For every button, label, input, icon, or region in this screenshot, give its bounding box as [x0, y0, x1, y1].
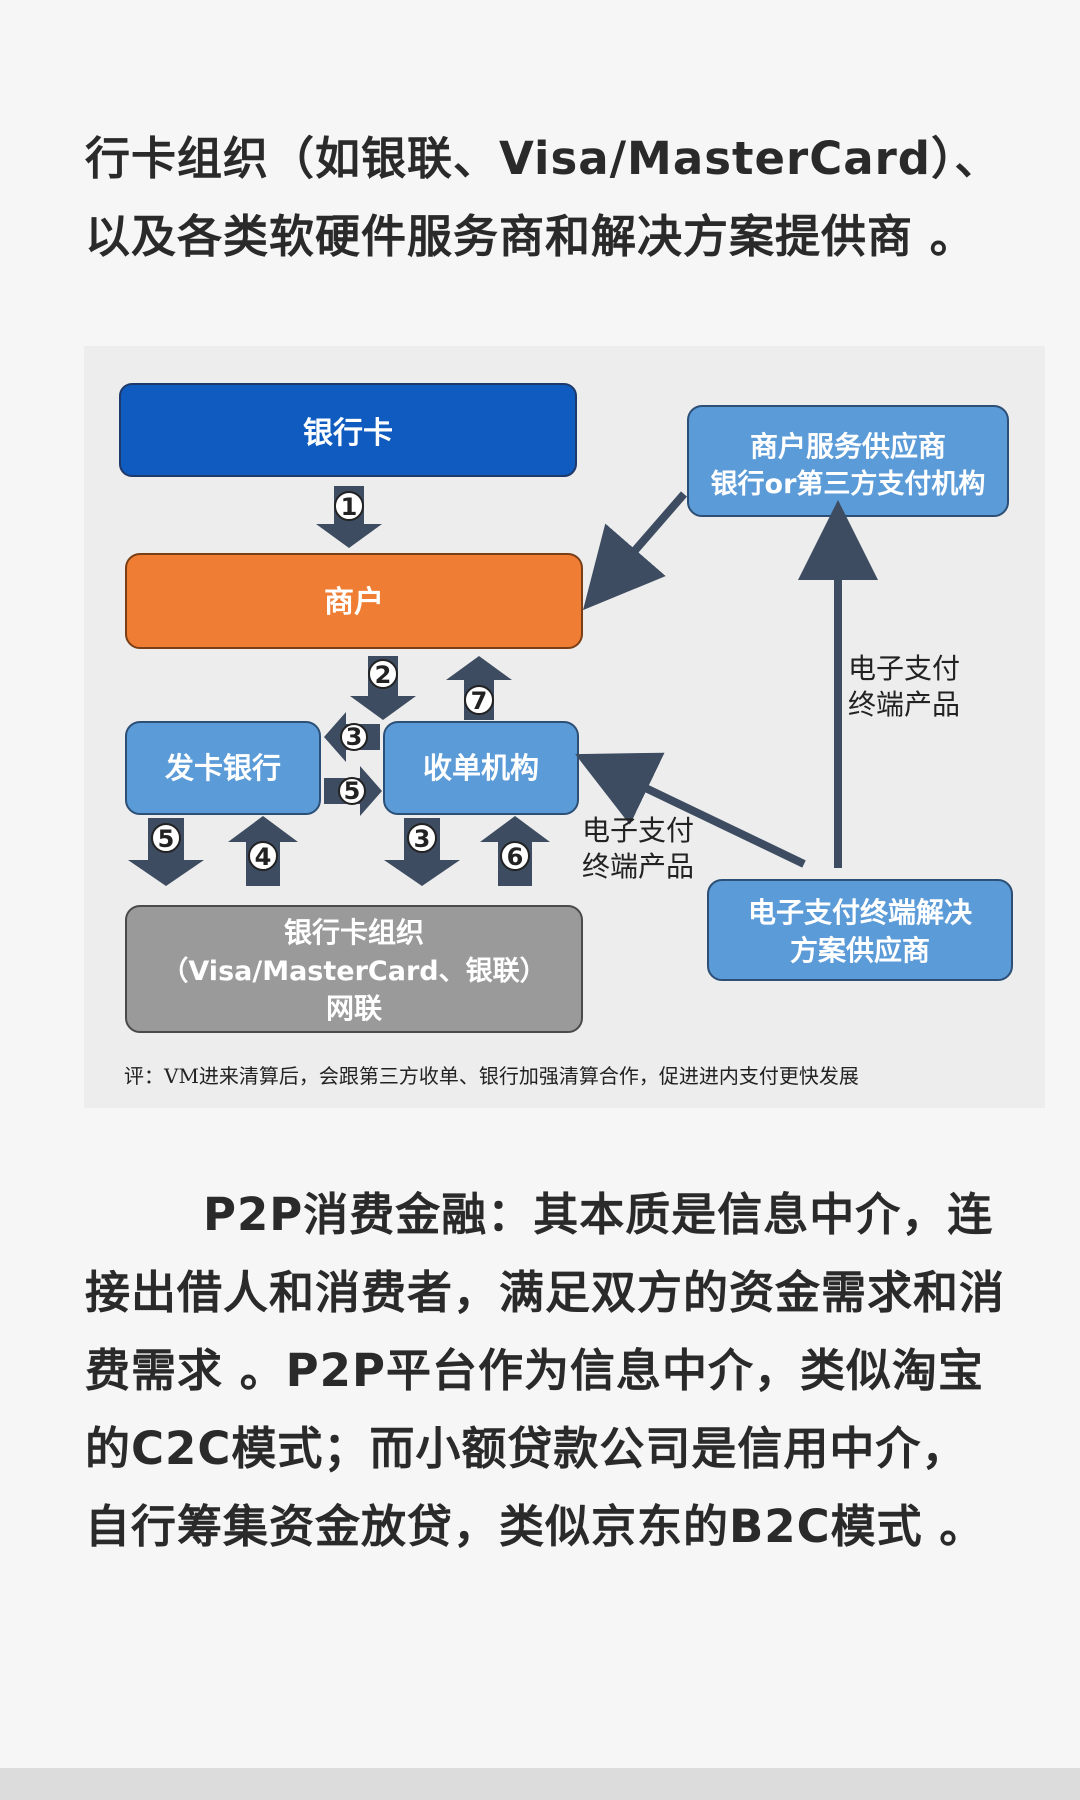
step-6-arrow: 6: [480, 816, 550, 886]
step-4-arrow: 4: [228, 816, 298, 886]
terminal-provider-label-2: 方案供应商: [790, 934, 930, 967]
epay-mid-label-1: 电子支付: [582, 814, 694, 847]
step-5-right-arrow: 5: [324, 766, 382, 816]
p2p-line-4: 的C2C模式；而小额贷款公司是信用中介，: [85, 1422, 968, 1475]
merchant-label: 商户: [324, 585, 384, 620]
bottom-bar: [0, 1768, 1080, 1800]
p2p-paragraph: P2P消费金融：其本质是信息中介，连 接出借人和消费者，满足双方的资金需求和消 …: [85, 1176, 1045, 1566]
step-2-number: 2: [375, 661, 392, 689]
intro-line-1: 行卡组织（如银联、Visa/MasterCard）、: [85, 132, 1001, 185]
terminal-provider-box: [707, 879, 1013, 981]
step-6-number: 6: [507, 843, 524, 871]
step-1-number: 1: [341, 493, 358, 521]
issuing-bank-box: [125, 721, 321, 815]
p2p-line-3: 费需求 。P2P平台作为信息中介，类似淘宝: [85, 1344, 984, 1397]
merchant-box: [125, 553, 583, 649]
step-3a-number: 3: [346, 723, 363, 751]
epay-right-label-1: 电子支付: [848, 652, 960, 685]
step-7-number: 7: [471, 687, 488, 715]
epay-right-label-2: 终端产品: [848, 688, 960, 721]
step-2-arrow: 2: [350, 656, 416, 720]
step-7-arrow: 7: [446, 656, 512, 720]
bank-card-box: [119, 383, 577, 477]
card-org-box: [125, 905, 583, 1033]
merchant-service-label-2: 银行or第三方支付机构: [711, 468, 986, 500]
acquirer-label: 收单机构: [423, 751, 539, 785]
payment-flow-diagram: 银行卡 商户服务供应商 银行or第三方支付机构 1 商户 电子支付 终端产品 2: [119, 383, 1013, 1088]
step-3-left-arrow: 3: [324, 712, 380, 762]
step-3-down-arrow: 3: [384, 818, 460, 886]
terminal-to-acquirer-arrow: [575, 752, 806, 868]
epay-mid-label-2: 终端产品: [582, 850, 694, 883]
payment-flow-figure: 银行卡 商户服务供应商 银行or第三方支付机构 1 商户 电子支付 终端产品 2: [84, 346, 1045, 1108]
step-3b-number: 3: [414, 825, 431, 853]
step-1-arrow: 1: [316, 486, 382, 548]
card-org-label-1: 银行卡组织: [284, 916, 424, 949]
p2p-line-2: 接出借人和消费者，满足双方的资金需求和消: [85, 1266, 1006, 1319]
p2p-line-5: 自行筹集资金放贷，类似京东的B2C模式 。: [85, 1500, 986, 1553]
merchant-service-label-1: 商户服务供应商: [750, 430, 946, 463]
figure-caption: 评：VM进来清算后，会跟第三方收单、银行加强清算合作，促进进内支付更快发展: [124, 1064, 859, 1088]
step-4-number: 4: [255, 843, 272, 871]
step-5b-number: 5: [158, 825, 175, 853]
p2p-line-1-text: P2P消费金融：其本质是信息中介，连: [203, 1188, 994, 1241]
intro-line-2: 以及各类软硬件服务商和解决方案提供商 。: [85, 210, 976, 263]
terminal-provider-label-1: 电子支付终端解决: [748, 896, 972, 929]
intro-paragraph: 行卡组织（如银联、Visa/MasterCard）、 以及各类软硬件服务商和解决…: [85, 120, 1045, 276]
service-to-merchant-arrow: [583, 491, 688, 611]
p2p-line-1: P2P消费金融：其本质是信息中介，连: [85, 1176, 1045, 1254]
step-5a-number: 5: [344, 777, 361, 805]
card-org-label-2: （Visa/MasterCard、银联）: [161, 956, 546, 987]
step-5-down-arrow: 5: [128, 818, 204, 886]
bank-card-label: 银行卡: [303, 416, 393, 451]
issuing-bank-label: 发卡银行: [164, 751, 281, 785]
card-org-label-3: 网联: [326, 992, 382, 1025]
